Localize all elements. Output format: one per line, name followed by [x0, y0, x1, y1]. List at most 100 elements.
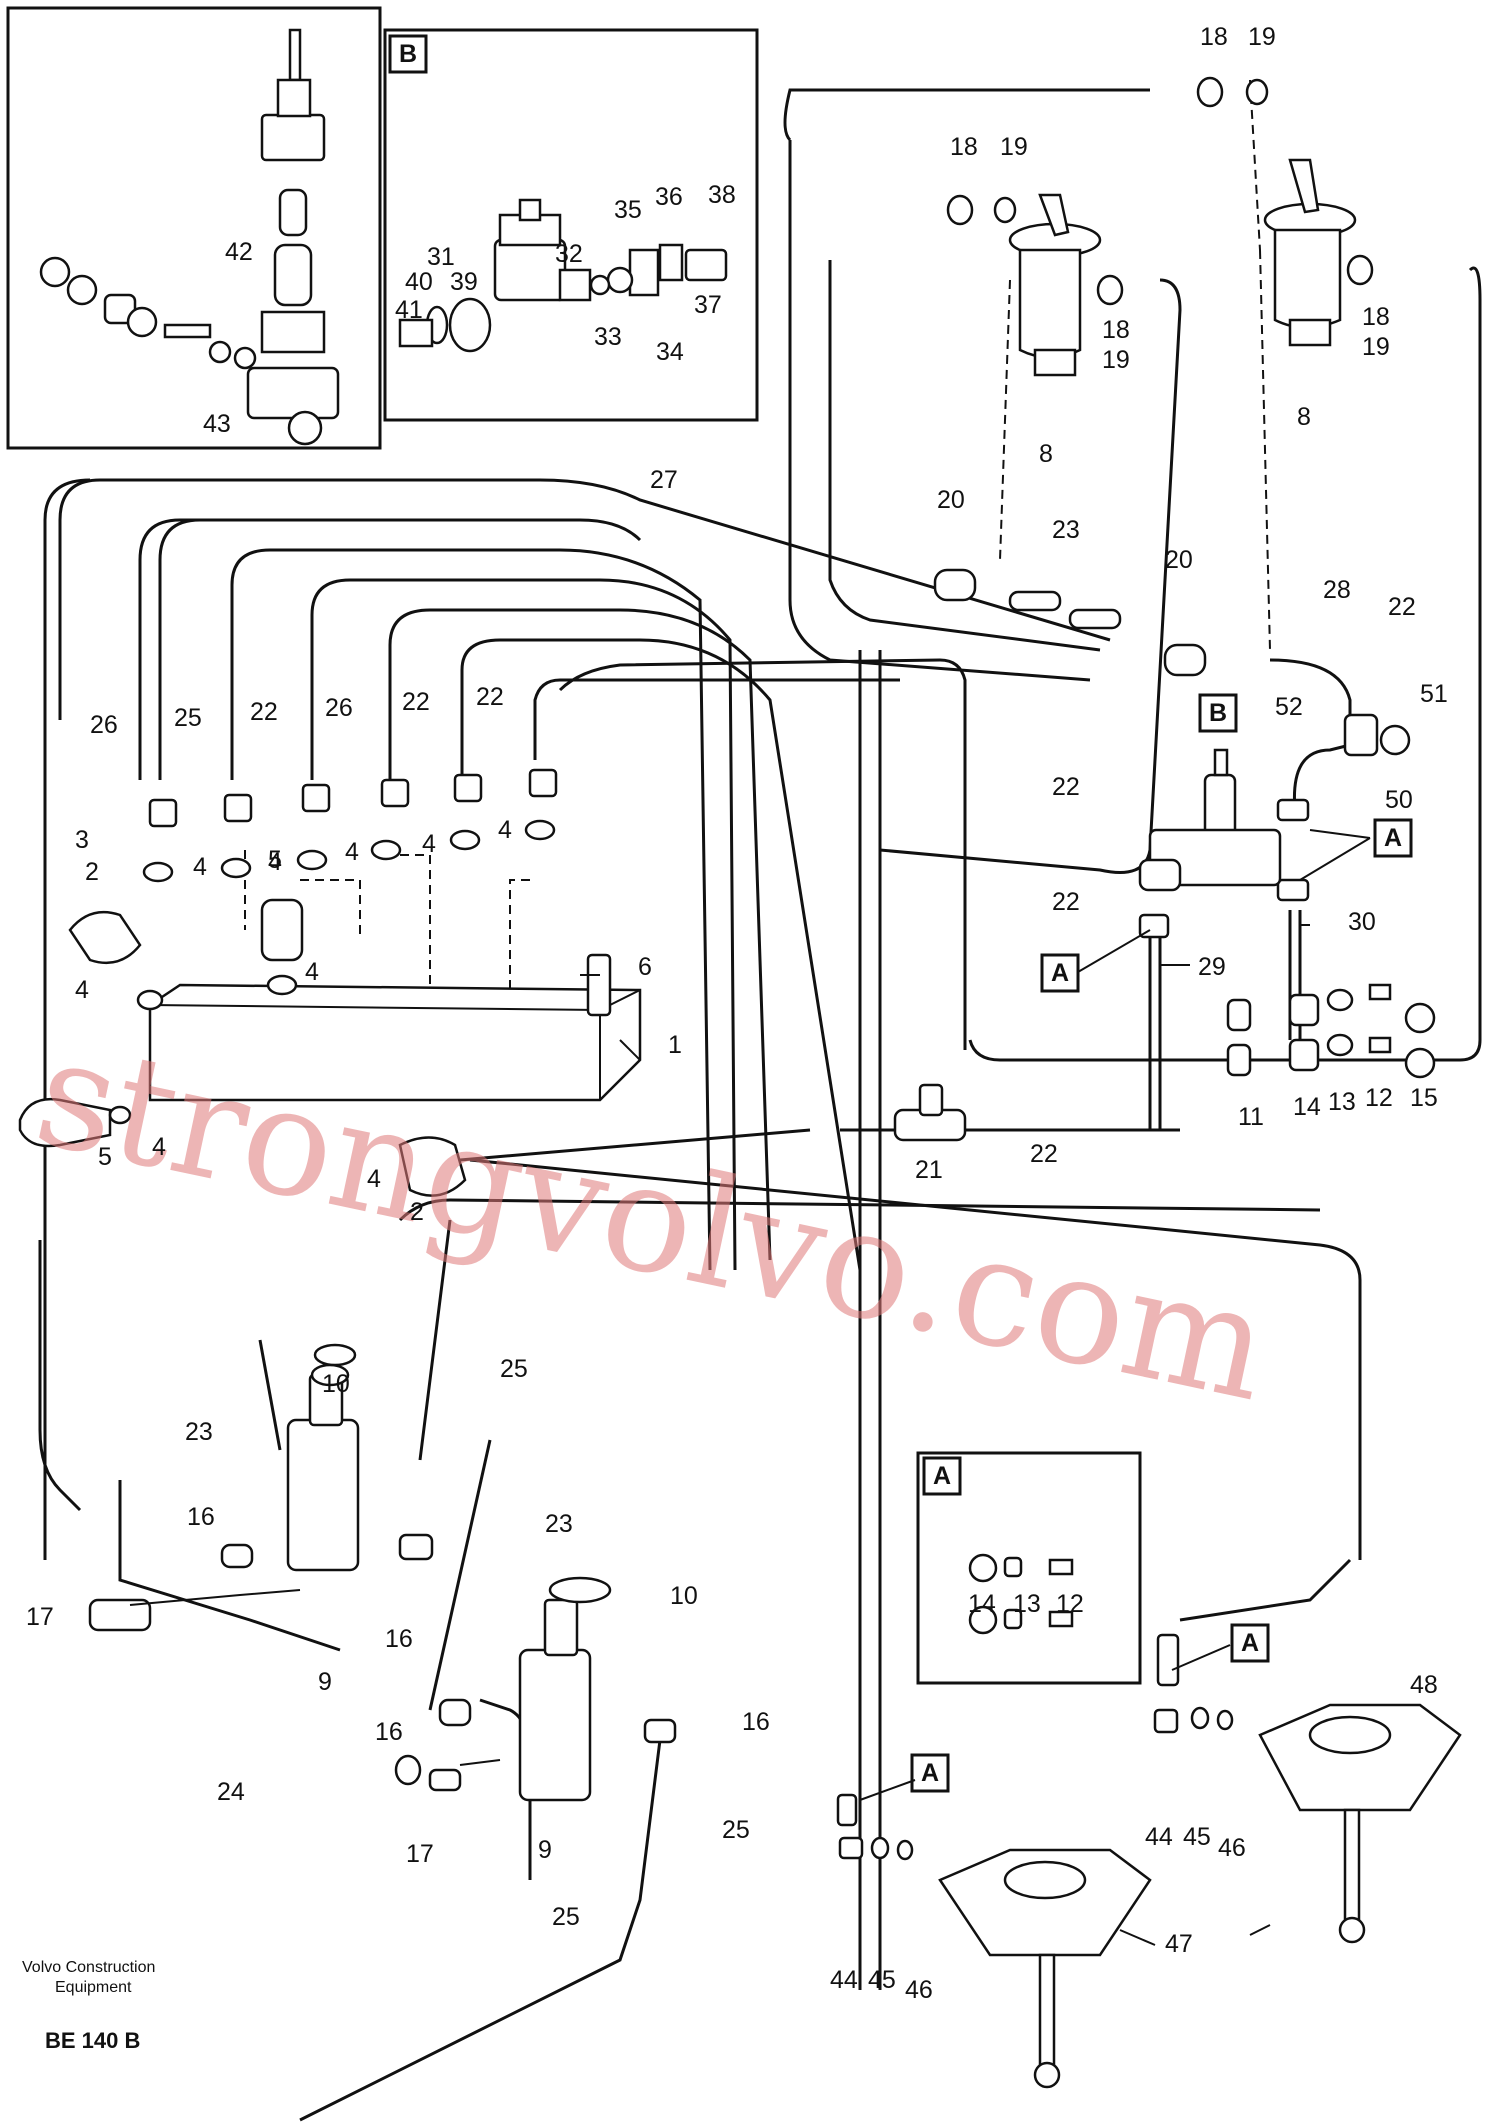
label-22: 22: [1052, 888, 1080, 916]
label-4: 4: [498, 816, 512, 844]
label-17: 17: [406, 1840, 434, 1868]
part-labels: 31 32 33 34 35 36 37 38 39 40 41 42 43 1…: [26, 23, 1448, 2004]
label-9: 9: [538, 1836, 552, 1864]
label-4: 4: [305, 958, 319, 986]
label-25: 25: [722, 1816, 750, 1844]
label-34: 34: [656, 338, 684, 366]
label-18: 18: [1362, 303, 1390, 331]
watermark-text: strongvolvo.com: [23, 1005, 1283, 1435]
label-23: 23: [1052, 516, 1080, 544]
label-9: 9: [318, 1668, 332, 1696]
label-22: 22: [476, 683, 504, 711]
label-5: 5: [98, 1143, 112, 1171]
dashed-connections: [244, 79, 1271, 1010]
label-16: 16: [187, 1503, 215, 1531]
valve-8-left: [1008, 193, 1102, 377]
label-51: 51: [1420, 680, 1448, 708]
label-16: 16: [375, 1718, 403, 1746]
detail-tag-a: A: [1241, 1629, 1259, 1657]
label-6: 6: [638, 953, 652, 981]
leader-lines: [129, 829, 1371, 1946]
pipe-runs: [38, 88, 1482, 2122]
detail-tag-b: B: [1209, 699, 1227, 727]
label-13: 13: [1328, 1088, 1356, 1116]
label-48: 48: [1410, 1671, 1438, 1699]
label-24: 24: [217, 1778, 245, 1806]
detail-tag-a: A: [933, 1462, 951, 1490]
label-8: 8: [1297, 403, 1311, 431]
detail-tag-a: A: [1384, 824, 1402, 852]
label-14: 14: [1293, 1093, 1321, 1121]
label-44: 44: [830, 1966, 858, 1994]
label-29: 29: [1198, 953, 1226, 981]
valve-8-right: [1263, 158, 1357, 347]
sensor-47: A: [836, 1753, 1152, 2089]
label-4: 4: [268, 848, 282, 876]
label-41: 41: [395, 296, 423, 324]
label-5: 5: [268, 846, 282, 874]
label-20: 20: [1165, 546, 1193, 574]
label-46: 46: [905, 1976, 933, 2004]
label-37: 37: [694, 291, 722, 319]
label-26: 26: [90, 711, 118, 739]
label-25: 25: [500, 1355, 528, 1383]
label-19: 19: [1362, 333, 1390, 361]
label-21: 21: [915, 1156, 943, 1184]
label-22: 22: [250, 698, 278, 726]
label-39: 39: [450, 268, 478, 296]
label-15: 15: [1410, 1084, 1438, 1112]
valves-9: [88, 1343, 677, 1802]
label-11: 11: [1238, 1103, 1264, 1131]
title-company: Volvo Construction: [22, 1959, 155, 1976]
label-19: 19: [1248, 23, 1276, 51]
label-8: 8: [1039, 440, 1053, 468]
label-18: 18: [950, 133, 978, 161]
label-16: 16: [385, 1625, 413, 1653]
label-4: 4: [345, 838, 359, 866]
label-50: 50: [1385, 786, 1413, 814]
label-30: 30: [1348, 908, 1376, 936]
label-25: 25: [552, 1903, 580, 1931]
inset-detail-a: A: [916, 1451, 1142, 1685]
detail-tag-a: A: [1051, 959, 1069, 987]
label-45: 45: [1183, 1823, 1211, 1851]
label-22: 22: [1052, 773, 1080, 801]
inset-detail-b: B: [383, 28, 759, 422]
label-3: 3: [75, 826, 89, 854]
detail-tag-b: B: [399, 40, 417, 68]
label-22: 22: [1030, 1140, 1058, 1168]
label-26: 26: [325, 694, 353, 722]
label-10: 10: [670, 1582, 698, 1610]
label-14: 14: [968, 1590, 996, 1618]
label-19: 19: [1102, 346, 1130, 374]
label-42: 42: [225, 238, 253, 266]
label-35: 35: [614, 196, 642, 224]
label-28: 28: [1323, 576, 1351, 604]
label-18: 18: [1102, 316, 1130, 344]
label-20: 20: [937, 486, 965, 514]
sensor-48: A: [1153, 1623, 1462, 1944]
label-17: 17: [26, 1603, 54, 1631]
label-23: 23: [185, 1418, 213, 1446]
label-23: 23: [545, 1510, 573, 1538]
title-company-sub: Equipment: [55, 1979, 132, 1996]
label-12: 12: [1365, 1084, 1393, 1112]
label-31: 31: [427, 243, 455, 271]
label-52: 52: [1275, 693, 1303, 721]
detail-tag-a: A: [921, 1759, 939, 1787]
label-40: 40: [405, 268, 433, 296]
label-32: 32: [555, 240, 583, 268]
label-36: 36: [655, 183, 683, 211]
label-27: 27: [650, 466, 678, 494]
label-43: 43: [203, 410, 231, 438]
label-2: 2: [410, 1198, 424, 1226]
label-46: 46: [1218, 1834, 1246, 1862]
label-12: 12: [1056, 1590, 1084, 1618]
label-33: 33: [594, 323, 622, 351]
label-18: 18: [1200, 23, 1228, 51]
label-4: 4: [75, 976, 89, 1004]
valve-assembly-b: B: [1138, 693, 1282, 892]
inset-detail-valve: [6, 6, 382, 450]
label-16: 16: [742, 1708, 770, 1736]
